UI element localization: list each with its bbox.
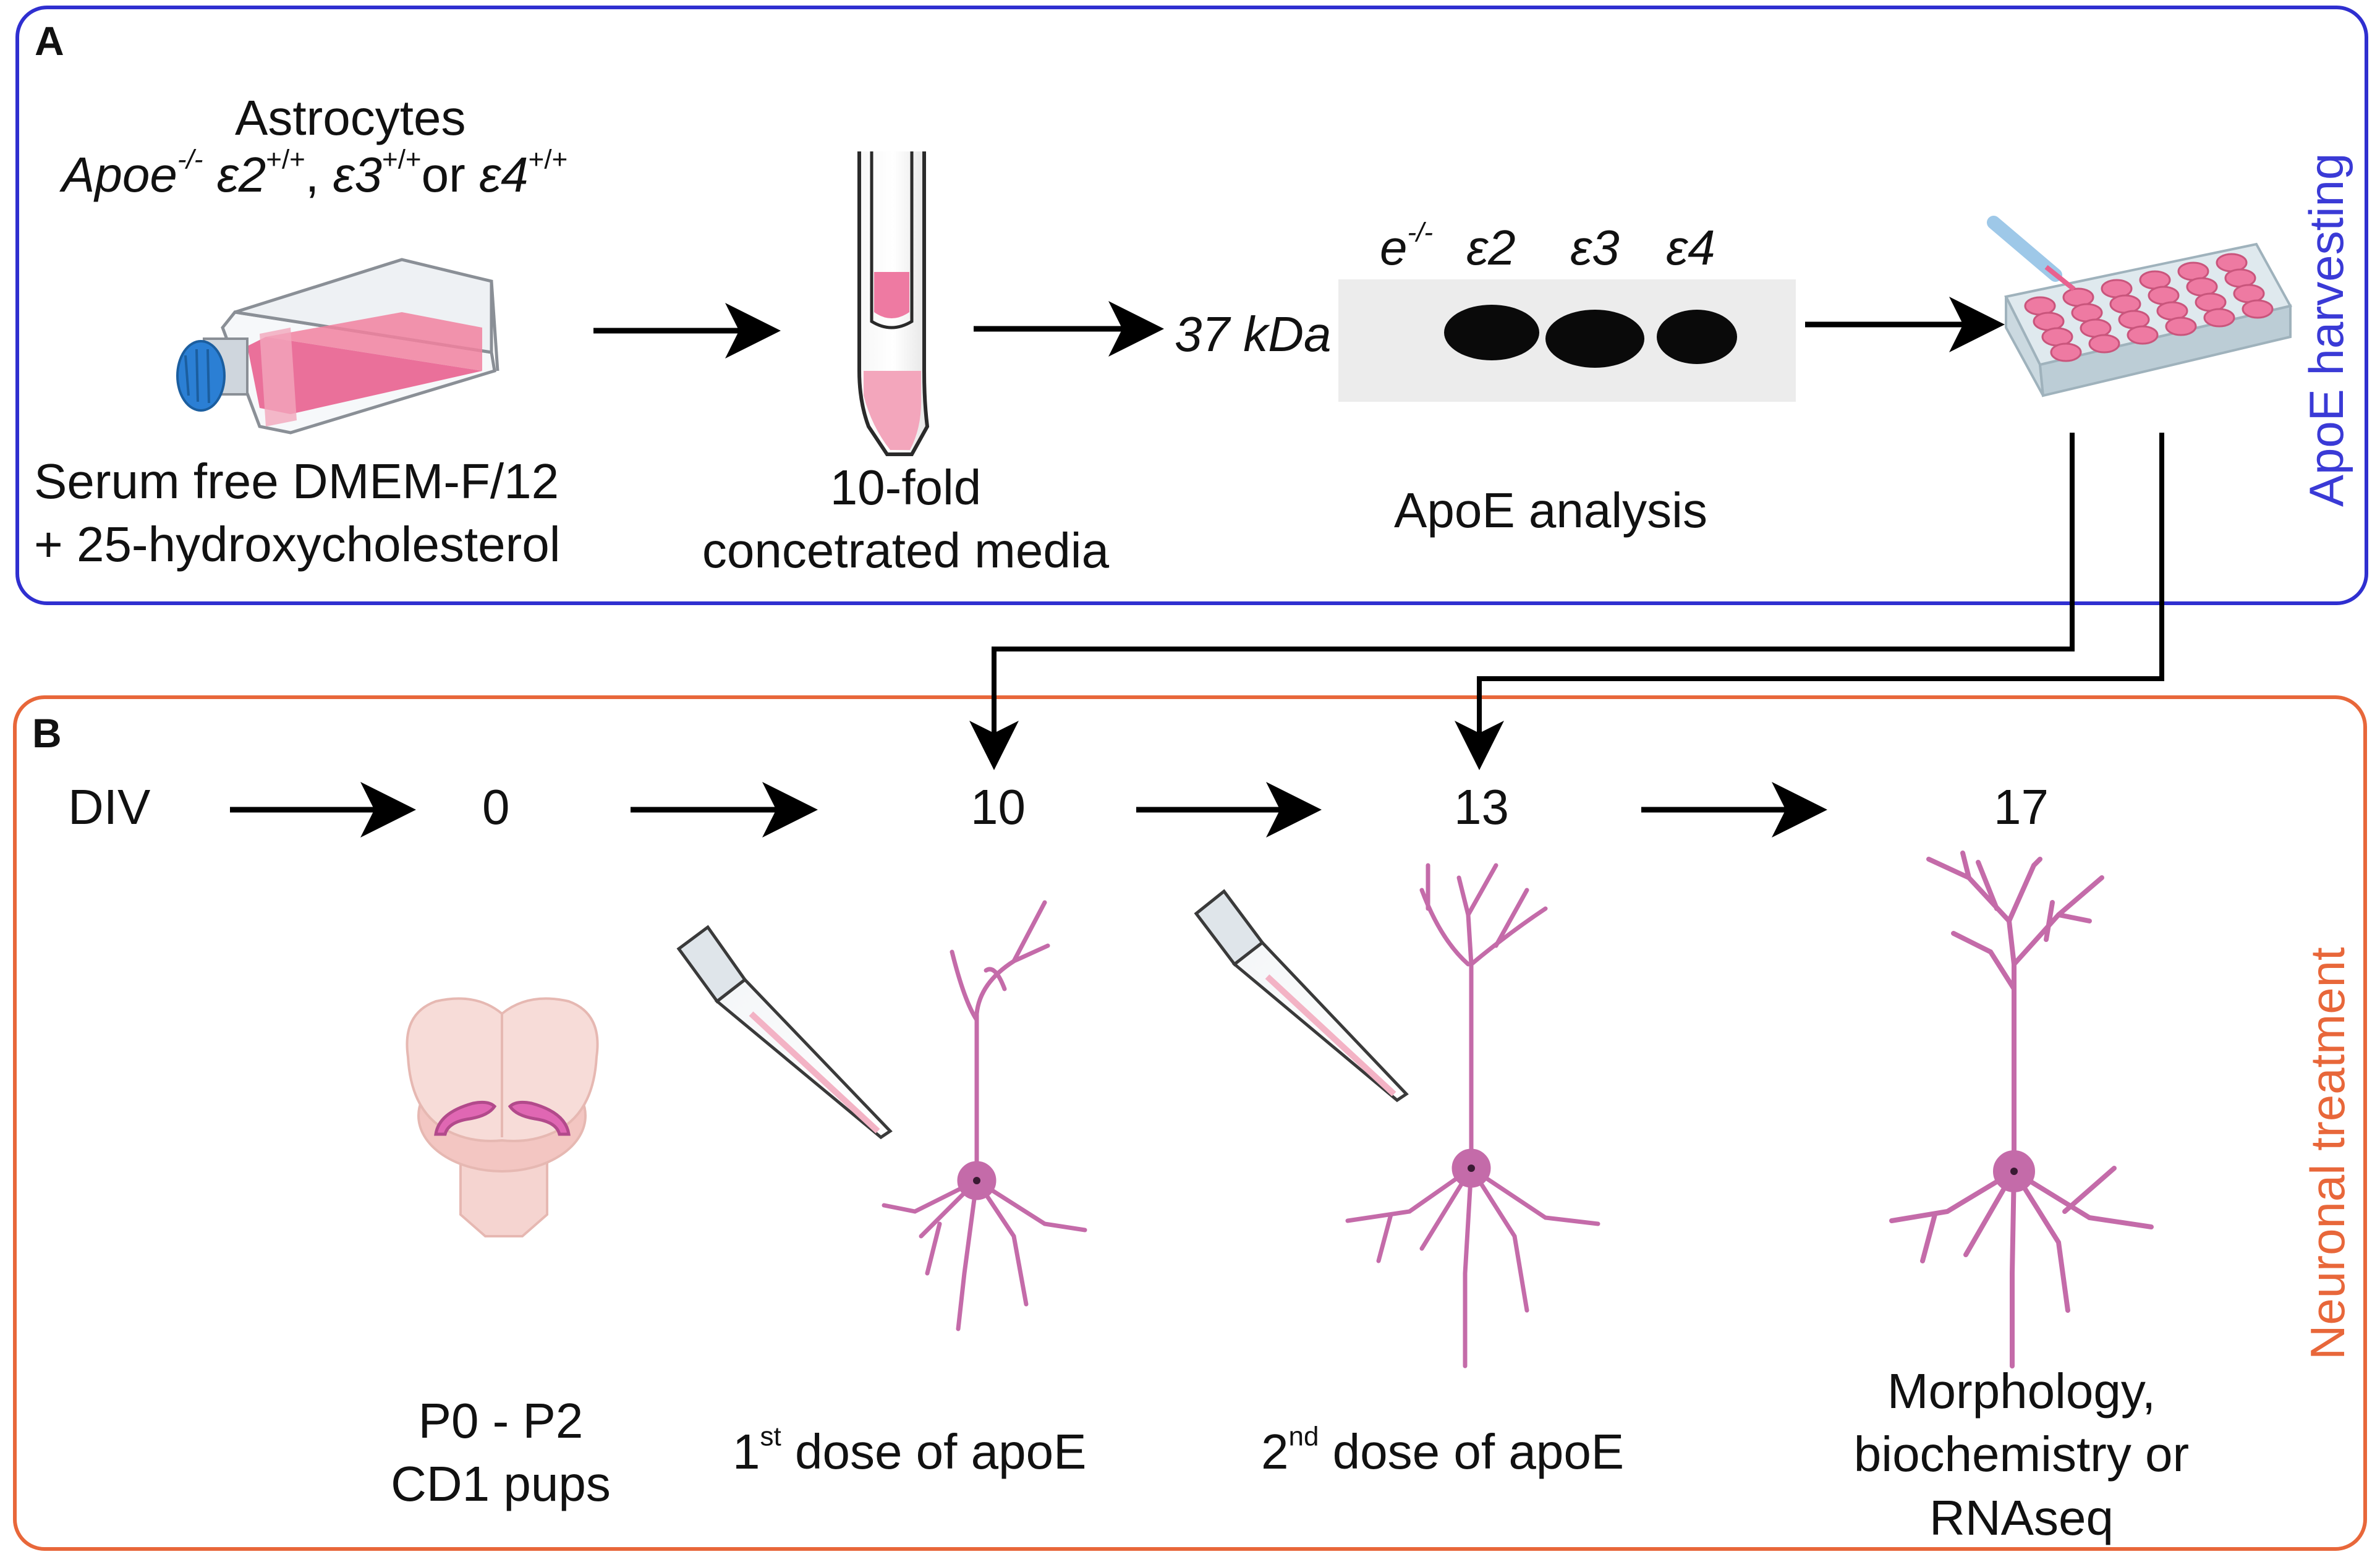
timeline-div-label: DIV bbox=[68, 779, 151, 834]
timeline-day-17: 17 bbox=[1994, 779, 2049, 834]
panel-a-letter: A bbox=[35, 18, 64, 64]
final-caption: Morphology, biochemistry or RNAseq bbox=[1793, 1360, 2250, 1550]
pipette-tip-icon-2 bbox=[1194, 889, 1409, 1103]
blot-band-e2 bbox=[1444, 305, 1539, 360]
well bbox=[2088, 334, 2120, 354]
allele-e2-superscript: +/+ bbox=[266, 144, 305, 175]
blot-lane-knockout: e-/- bbox=[1380, 216, 1433, 279]
flask-caption-line-2: + 25-hydroxycholesterol bbox=[34, 517, 561, 572]
well bbox=[2050, 342, 2082, 362]
tube-caption-line-2: concetrated media bbox=[702, 523, 1110, 579]
astrocytes-genotypes: Apoe-/- ε2+/+, ε3+/+or ε4+/+ bbox=[62, 143, 567, 206]
panel-b-letter: B bbox=[32, 710, 62, 756]
blot-band-e4 bbox=[1657, 310, 1737, 364]
astrocytes-title: Astrocytes bbox=[235, 90, 466, 145]
allele-e2: ε2 bbox=[216, 147, 266, 202]
culture-flask-icon bbox=[176, 258, 499, 435]
panel-a-frame bbox=[15, 6, 2368, 605]
dose2-ordinal: nd bbox=[1288, 1421, 1319, 1452]
tube-caption-line-1: 10-fold bbox=[830, 460, 982, 515]
allele-e3-superscript: +/+ bbox=[382, 144, 422, 175]
dose1-number: 1 bbox=[733, 1424, 760, 1479]
blot-lane-e3: ε3 bbox=[1570, 220, 1620, 275]
blot-caption: ApoE analysis bbox=[1394, 483, 1707, 538]
dose2-text: dose of apoE bbox=[1319, 1424, 1625, 1479]
neuron-icon-1 bbox=[882, 900, 1087, 1331]
centrifuge-tube-icon bbox=[857, 151, 930, 456]
pipette-tip-icon-1 bbox=[676, 925, 893, 1140]
blot-lane-e2: ε2 bbox=[1466, 220, 1516, 275]
dose2-number: 2 bbox=[1261, 1424, 1289, 1479]
panel-b-frame bbox=[13, 695, 2367, 1551]
timeline-day-0: 0 bbox=[482, 779, 510, 834]
final-caption-line-1: Morphology, bbox=[1887, 1364, 2156, 1419]
panel-a-vertical-label: ApoE harvesting bbox=[2299, 153, 2353, 507]
separator: , bbox=[305, 147, 320, 202]
brain-caption: P0 - P2 CD1 pups bbox=[365, 1389, 637, 1516]
timeline-day-13: 13 bbox=[1454, 779, 1509, 834]
allele-e4-superscript: +/+ bbox=[528, 144, 568, 175]
panel-b-vertical-label: Neuronal treatment bbox=[2300, 947, 2355, 1360]
blot-marker-label: 37 kDa bbox=[1175, 307, 1332, 362]
blot-lane-e4: ε4 bbox=[1666, 220, 1715, 275]
flask-caption: Serum free DMEM-F/12 + 25-hydroxycholest… bbox=[34, 450, 561, 577]
tube-caption: 10-fold concetrated media bbox=[674, 456, 1137, 583]
dose1-ordinal: st bbox=[760, 1421, 781, 1452]
or-text: or bbox=[421, 147, 465, 202]
allele-e3: ε3 bbox=[333, 147, 383, 202]
well-plate-icon bbox=[1987, 216, 2293, 397]
final-caption-line-2: biochemistry or bbox=[1853, 1427, 2190, 1482]
blot-band-e3 bbox=[1545, 310, 1644, 368]
western-blot bbox=[1338, 279, 1796, 402]
knockout-superscript: -/- bbox=[177, 144, 203, 175]
dose1-text: dose of apoE bbox=[781, 1424, 1087, 1479]
connector-to-dose1 bbox=[969, 433, 2075, 770]
well bbox=[2127, 325, 2159, 345]
neuron-icon-2 bbox=[1345, 863, 1600, 1368]
brain-caption-line-1: P0 - P2 bbox=[418, 1393, 584, 1448]
allele-e4: ε4 bbox=[479, 147, 529, 202]
dose1-caption: 1st dose of apoE bbox=[733, 1420, 1086, 1483]
final-caption-line-3: RNAseq bbox=[1929, 1490, 2114, 1545]
timeline-day-10: 10 bbox=[971, 779, 1026, 834]
neuron-icon-3 bbox=[1889, 851, 2154, 1368]
brain-caption-line-2: CD1 pups bbox=[391, 1456, 611, 1512]
gene-apoe: Apoe bbox=[62, 147, 177, 202]
lane-ko-letter: e bbox=[1380, 220, 1408, 275]
well bbox=[2203, 308, 2235, 328]
dose2-caption: 2nd dose of apoE bbox=[1261, 1420, 1624, 1483]
connector-to-dose2 bbox=[1455, 433, 2164, 770]
flask-caption-line-1: Serum free DMEM-F/12 bbox=[34, 454, 559, 509]
well bbox=[2242, 299, 2274, 319]
well bbox=[2165, 316, 2197, 336]
lane-ko-superscript: -/- bbox=[1407, 217, 1434, 248]
mouse-brain-icon bbox=[406, 997, 599, 1237]
